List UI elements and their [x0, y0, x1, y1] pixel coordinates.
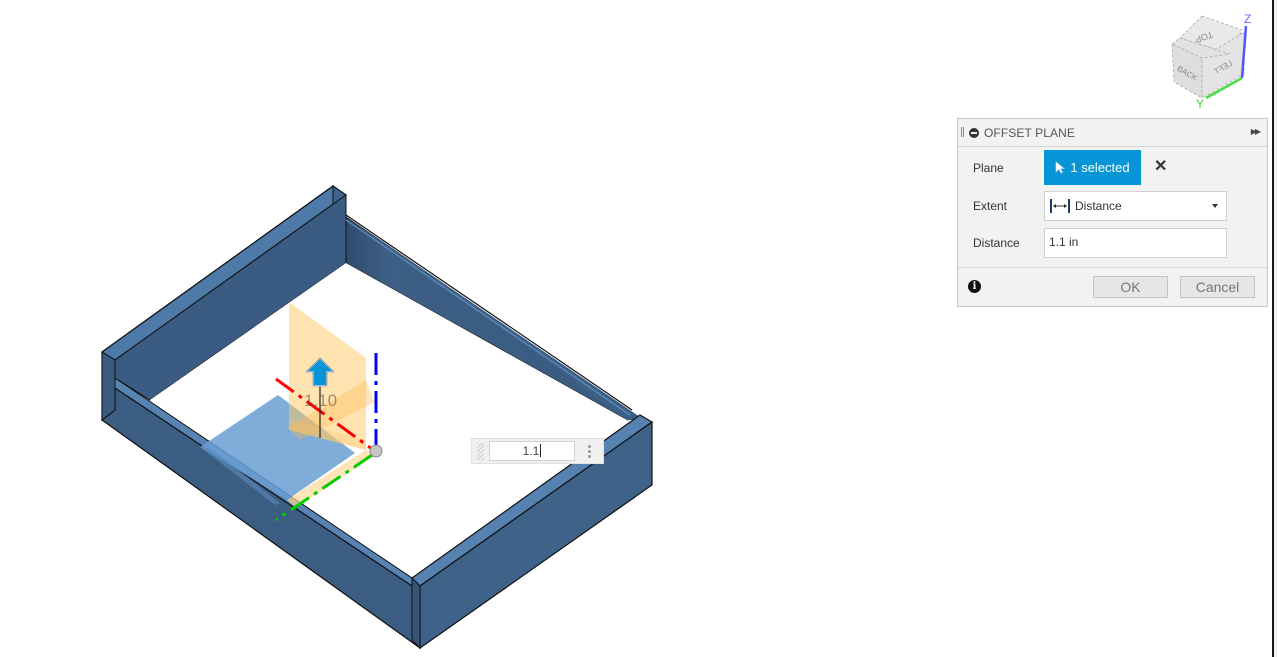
- distance-row: Distance 1.1 in: [958, 228, 1267, 258]
- plane-row: Plane 1 selected ✕: [958, 150, 1267, 185]
- origin-point[interactable]: [369, 444, 383, 458]
- floor-plane: [150, 263, 627, 578]
- dialog-footer: i OK Cancel: [958, 267, 1267, 308]
- extent-label: Extent: [973, 199, 1008, 213]
- canvas-distance-field[interactable]: 1.1: [489, 441, 575, 461]
- y-axis-line: [1205, 76, 1243, 100]
- dialog-header[interactable]: OFFSET PLANE ▶▶: [958, 119, 1267, 147]
- view-cube[interactable]: TOP BACK LEFT Z Y: [1160, 10, 1260, 115]
- drag-handle[interactable]: [477, 443, 484, 460]
- distance-input[interactable]: 1.1 in: [1044, 228, 1227, 258]
- dimension-label: 1.10: [304, 391, 338, 410]
- extent-value: Distance: [1075, 199, 1122, 213]
- z-axis-line: [1240, 25, 1248, 79]
- canvas-distance-input[interactable]: 1.1: [471, 438, 604, 464]
- z-axis-label: Z: [1244, 12, 1251, 26]
- offset-plane-dialog: OFFSET PLANE ▶▶ Plane 1 selected ✕ Exten…: [957, 118, 1268, 307]
- y-axis-label: Y: [1196, 97, 1204, 111]
- info-icon[interactable]: i: [968, 280, 981, 293]
- distance-icon: [1050, 199, 1070, 213]
- canvas-distance-value: 1.1: [522, 444, 540, 458]
- selected-face[interactable]: [200, 395, 355, 500]
- selected-face-edge: [200, 447, 280, 505]
- extent-dropdown[interactable]: Distance: [1044, 191, 1227, 221]
- triad-axes: [275, 353, 378, 522]
- plane-selection-text: 1 selected: [1070, 160, 1130, 175]
- drag-grip-icon[interactable]: [961, 127, 964, 137]
- expand-icon[interactable]: ▶▶: [1250, 127, 1261, 136]
- distance-manipulator-arrow[interactable]: [304, 356, 336, 438]
- plane-selection-button[interactable]: 1 selected: [1044, 150, 1141, 185]
- chevron-down-icon: [1212, 204, 1218, 208]
- window-border: [1272, 0, 1274, 657]
- distance-label: Distance: [973, 236, 1020, 250]
- back-left-wall[interactable]: [100, 184, 348, 422]
- window-margin: [1274, 0, 1277, 657]
- clear-selection-icon[interactable]: ✕: [1154, 158, 1168, 175]
- extent-row: Extent Distance: [958, 191, 1267, 221]
- more-options-icon[interactable]: [586, 443, 592, 461]
- text-cursor: [540, 444, 542, 457]
- ok-button[interactable]: OK: [1093, 276, 1168, 298]
- cursor-arrow-icon: [1056, 161, 1066, 174]
- cancel-button[interactable]: Cancel: [1180, 276, 1255, 298]
- collapse-icon[interactable]: [969, 128, 979, 138]
- dialog-title: OFFSET PLANE: [984, 126, 1076, 140]
- plane-label: Plane: [973, 161, 1004, 175]
